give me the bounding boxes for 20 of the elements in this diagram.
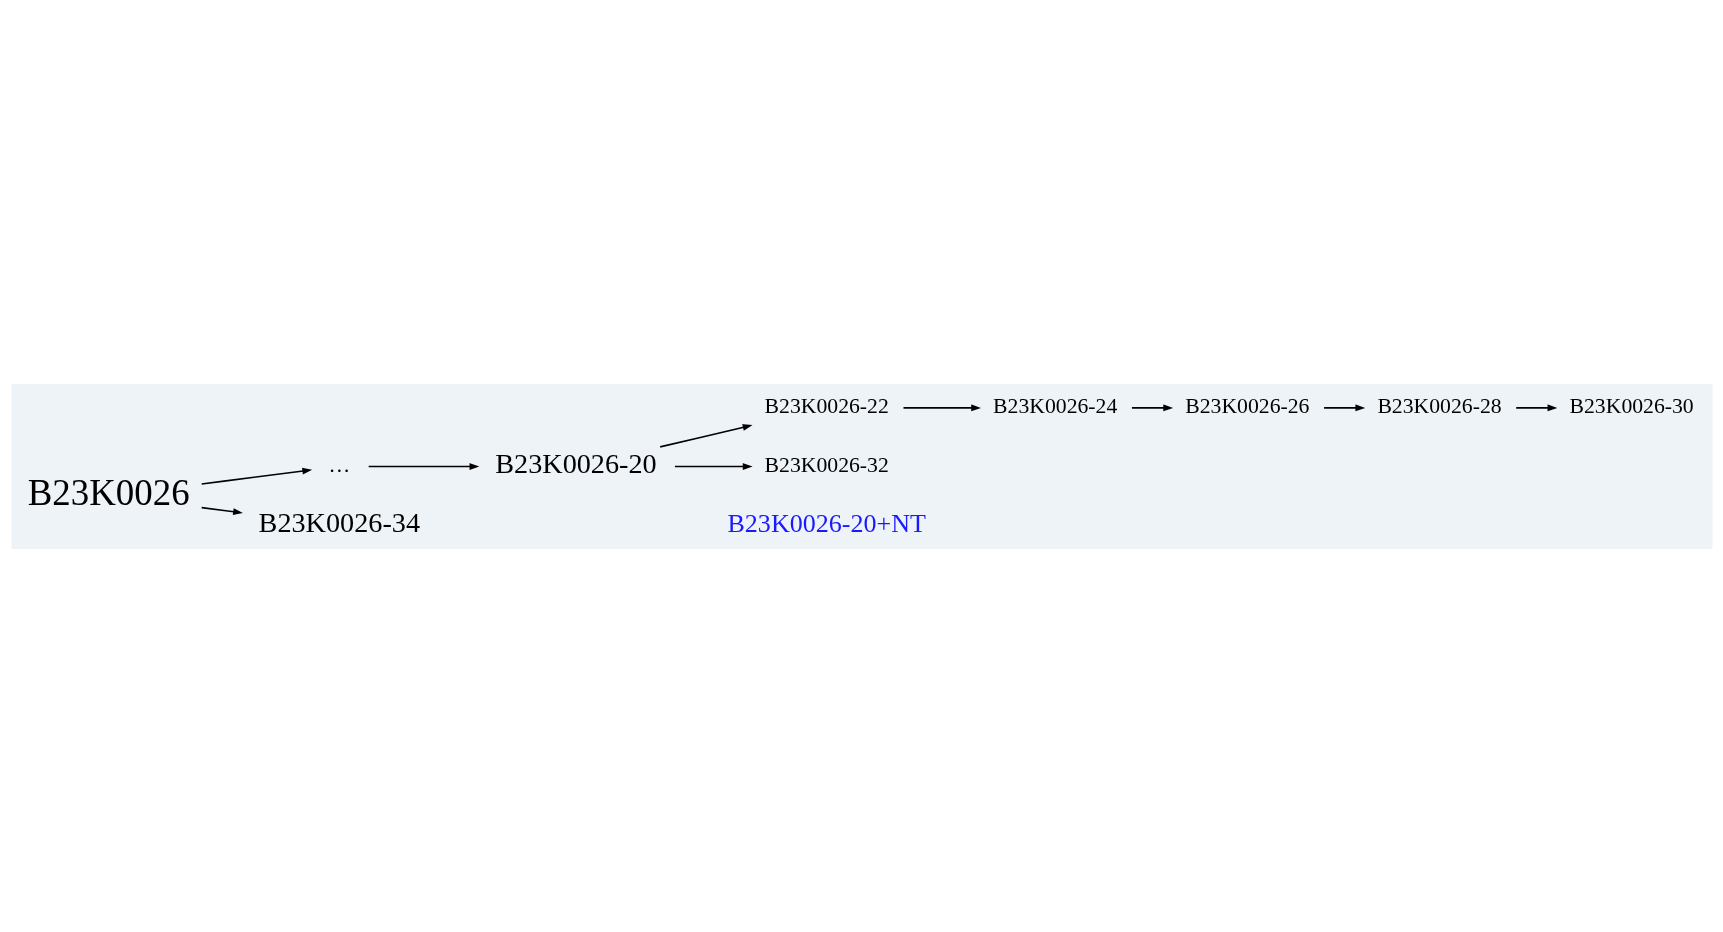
arrow — [1130, 403, 1173, 411]
arrow — [200, 467, 312, 485]
node-text: … — [327, 452, 350, 477]
arrow — [367, 462, 479, 470]
arrow — [673, 462, 753, 470]
node-text: B23K0026-20 — [494, 447, 657, 479]
node-text: B23K0026-34 — [258, 506, 420, 538]
node-text: B23K0026-32 — [764, 452, 889, 477]
arrow — [200, 506, 243, 515]
arrow — [902, 403, 981, 411]
node-text: B23K0026-28 — [1376, 393, 1502, 418]
node-text: B23K0026-30 — [1569, 393, 1694, 418]
arrow — [658, 423, 753, 448]
node-text: B23K0026 — [27, 471, 190, 513]
label: B23K0026-20+NT — [726, 508, 926, 538]
node-text: B23K0026-22 — [764, 393, 889, 418]
arrow — [1322, 403, 1365, 411]
arrow — [1514, 403, 1557, 411]
node-text: B23K0026-24 — [992, 393, 1117, 418]
node-text: B23K0026-26 — [1184, 393, 1309, 418]
